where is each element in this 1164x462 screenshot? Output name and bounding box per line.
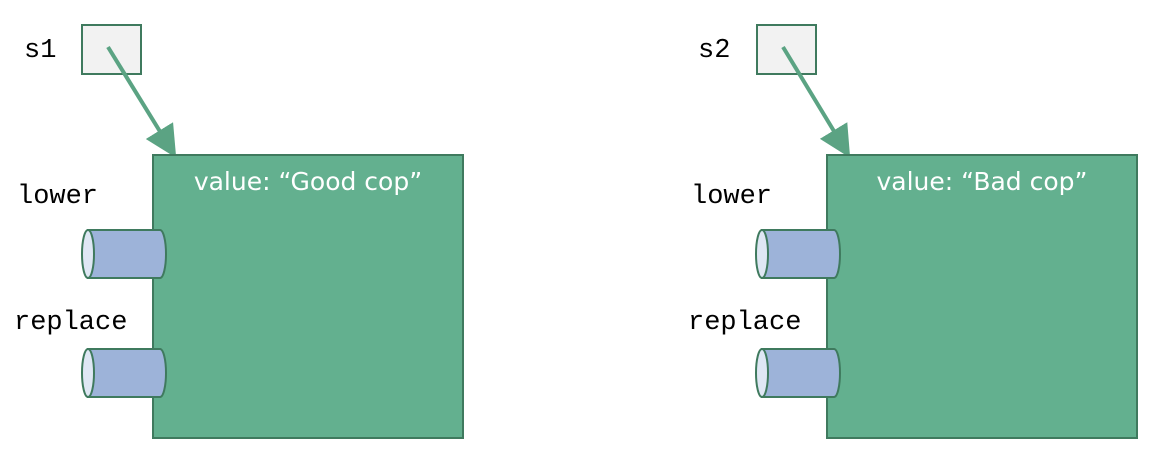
- object-box-1: [152, 154, 464, 439]
- object-value-2: value: “Bad cop”: [877, 167, 1088, 196]
- object-group-1: s1 value: “Good cop” lower replace: [14, 24, 464, 439]
- method-port-replace-2: [755, 348, 841, 398]
- variable-label-s2: s2: [698, 36, 730, 66]
- reference-arrow-s1: [106, 45, 177, 158]
- method-label-lower-1: lower: [17, 182, 98, 212]
- object-group-2: s2 value: “Bad cop” lower replace: [688, 24, 1138, 439]
- method-label-replace-2: replace: [688, 308, 801, 338]
- method-port-lower-1: [81, 229, 167, 279]
- method-label-lower-2: lower: [691, 182, 772, 212]
- method-port-replace-1: [81, 348, 167, 398]
- method-label-replace-1: replace: [14, 308, 127, 338]
- object-value-1: value: “Good cop”: [194, 167, 422, 196]
- method-port-lower-2: [755, 229, 841, 279]
- reference-arrow-s2: [781, 45, 851, 158]
- variable-label-s1: s1: [24, 36, 56, 66]
- object-box-2: [826, 154, 1138, 439]
